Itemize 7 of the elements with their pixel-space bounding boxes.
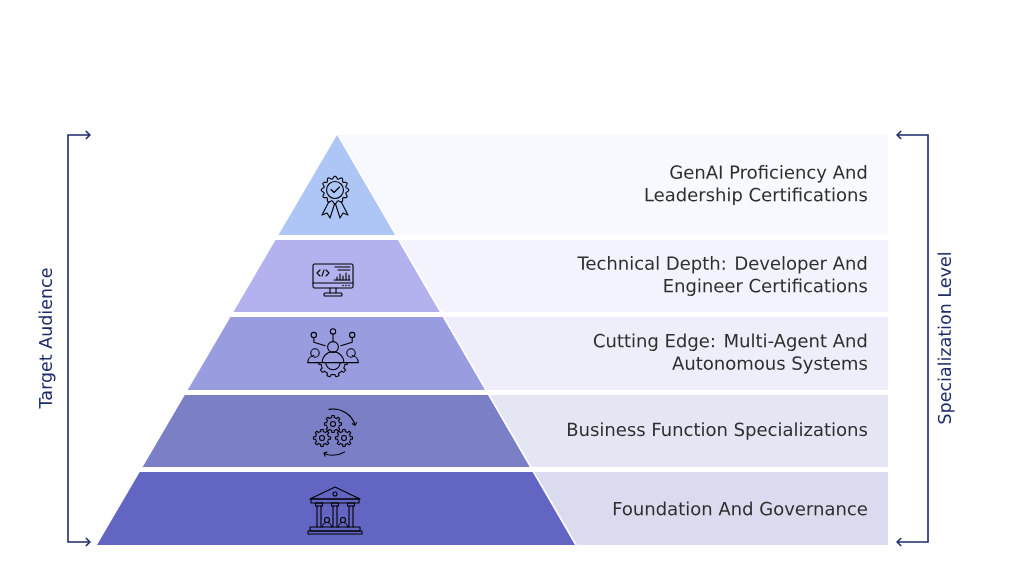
text-band: Technical Depth: Developer And Engineer Certifications [399,240,888,312]
bracket-label: Target Audience [38,268,56,409]
bracket-label: Specialization Level [937,253,955,424]
text-band: GenAI Proficiency And Leadership Certifications [339,135,888,235]
text-band: Foundation And Governance [534,472,888,545]
text-band: Cutting Edge: Multi-Agent And Autonomous Systems [444,317,888,390]
text-band: Business Function Specializations [489,395,888,467]
